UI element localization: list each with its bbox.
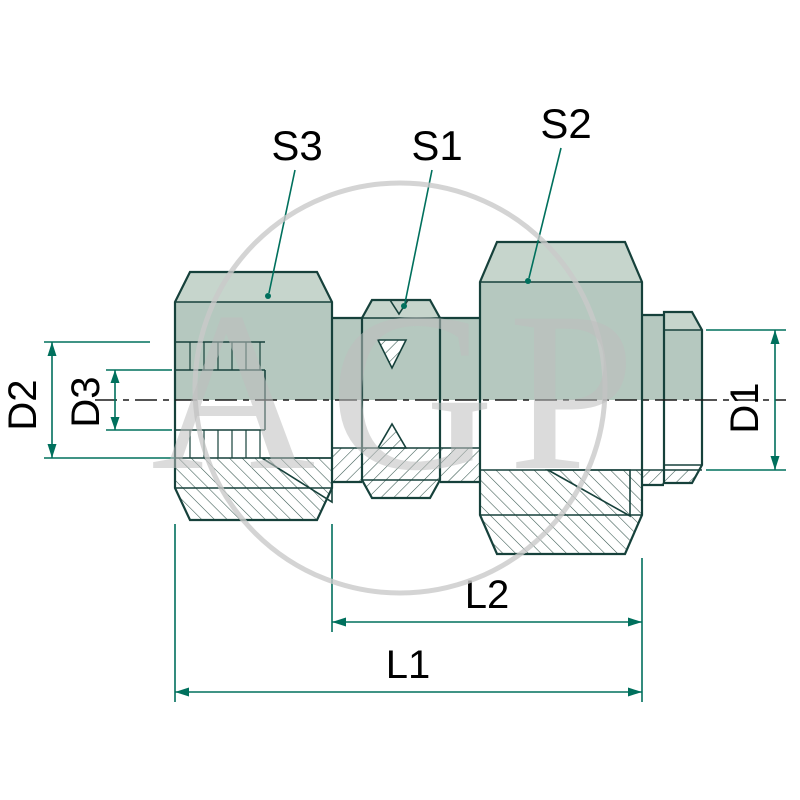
cutting-ring-top xyxy=(376,339,408,370)
left-nut-outline xyxy=(173,270,334,522)
callout-dot-s3 xyxy=(265,293,271,299)
watermark: AGP xyxy=(151,180,649,596)
dimension-l1: L1 xyxy=(174,524,643,702)
label-l1: L1 xyxy=(386,643,431,687)
hatch-groove xyxy=(642,470,664,485)
label-s2: S2 xyxy=(540,100,591,147)
hatch-right-neck xyxy=(440,448,480,482)
right-neck-outline xyxy=(440,316,480,484)
callout-s1: S1 xyxy=(401,122,463,309)
label-d2: D2 xyxy=(1,379,45,430)
end-hex-outline xyxy=(662,310,704,485)
label-d3: D3 xyxy=(64,376,108,427)
left-nut-chamfer-band xyxy=(175,272,332,302)
dimension-d3: D3 xyxy=(64,369,172,431)
middle-hex-outline xyxy=(360,298,442,500)
callouts: S3 S1 S2 xyxy=(265,100,592,309)
callout-s2: S2 xyxy=(525,100,592,284)
middle-hex-chamfer-band xyxy=(362,300,440,318)
callout-dot-s2 xyxy=(525,278,531,284)
dimension-d2: D2 xyxy=(1,341,175,459)
label-s1: S1 xyxy=(411,122,462,169)
outlines xyxy=(173,240,704,556)
right-nut-outline xyxy=(478,240,644,556)
hatch-middle-hex xyxy=(362,448,440,498)
label-d1: D1 xyxy=(723,382,767,433)
label-s3: S3 xyxy=(271,122,322,169)
hatch-end-hex xyxy=(664,470,699,483)
end-hex-chamfer-band xyxy=(664,312,702,330)
dimension-d1: D1 xyxy=(706,329,786,471)
groove-outline xyxy=(642,313,664,487)
left-neck-outline xyxy=(332,316,362,484)
watermark-circle xyxy=(192,180,608,596)
bore-middle xyxy=(332,400,480,448)
dimensions: D2 D3 D1 L2 xyxy=(1,329,786,702)
hatch-left-neck xyxy=(332,448,362,482)
watermark-text: AGP xyxy=(151,266,649,518)
callout-s3: S3 xyxy=(265,122,323,299)
callout-dot-s1 xyxy=(401,303,407,309)
